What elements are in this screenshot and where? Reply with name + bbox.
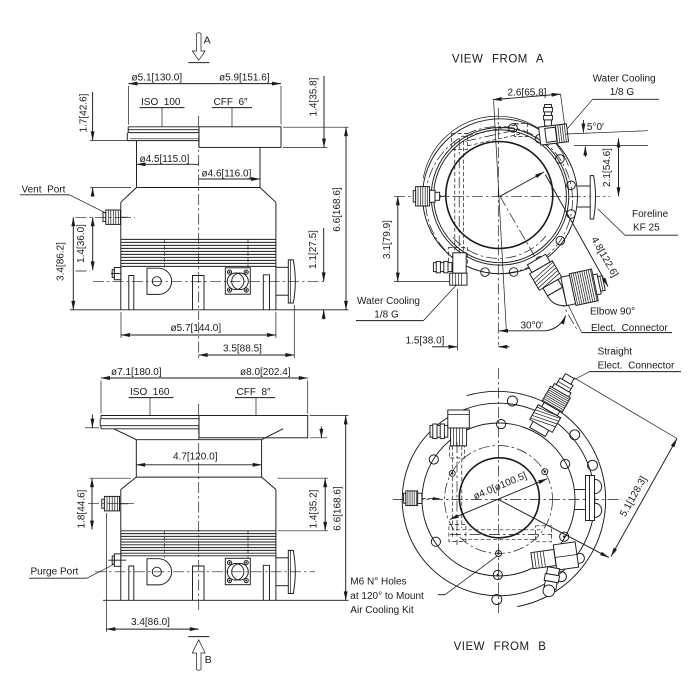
- svg-text:Vent Port: Vent Port: [22, 185, 66, 196]
- svg-text:3.4[86.2]: 3.4[86.2]: [56, 242, 67, 281]
- svg-text:2.1[54.6]: 2.1[54.6]: [602, 148, 613, 187]
- svg-text:1/8 G: 1/8 G: [374, 310, 399, 321]
- svg-text:ø5.9[151.6]: ø5.9[151.6]: [219, 73, 270, 84]
- svg-text:5°0′: 5°0′: [587, 122, 604, 133]
- svg-text:1.4[36.0]: 1.4[36.0]: [76, 224, 87, 263]
- svg-text:3.1[79.9]: 3.1[79.9]: [382, 220, 393, 259]
- svg-text:B: B: [205, 654, 212, 666]
- svg-text:Air Cooling Kit: Air Cooling Kit: [350, 605, 414, 616]
- svg-text:1/8 G: 1/8 G: [610, 87, 635, 98]
- svg-text:3.5[88.5]: 3.5[88.5]: [223, 344, 262, 355]
- svg-text:ISO 160: ISO 160: [130, 387, 170, 398]
- svg-text:ø4.5[115.0]: ø4.5[115.0]: [140, 154, 190, 165]
- svg-text:1.5[38.0]: 1.5[38.0]: [406, 336, 445, 347]
- svg-text:3.4[86.0]: 3.4[86.0]: [131, 617, 170, 628]
- svg-text:Water Cooling: Water Cooling: [357, 296, 420, 307]
- svg-text:Straight: Straight: [598, 347, 633, 358]
- svg-text:M6 N° Holes: M6 N° Holes: [350, 577, 406, 588]
- svg-text:6.6[168.6]: 6.6[168.6]: [332, 187, 343, 232]
- svg-text:VIEW FROM A: VIEW FROM A: [452, 54, 544, 66]
- svg-text:ø7.1[180.0]: ø7.1[180.0]: [111, 367, 162, 378]
- svg-text:Elbow 90°: Elbow 90°: [590, 307, 635, 318]
- svg-text:at 120° to Mount: at 120° to Mount: [350, 591, 424, 602]
- svg-text:Elect. Connector: Elect. Connector: [598, 361, 675, 372]
- svg-text:ø5.1[130.0]: ø5.1[130.0]: [132, 73, 183, 84]
- svg-text:CFF 6″: CFF 6″: [214, 97, 249, 108]
- svg-text:1.7[42.6]: 1.7[42.6]: [79, 93, 90, 132]
- svg-text:ø4.6[116.0]: ø4.6[116.0]: [202, 169, 252, 180]
- svg-text:A: A: [204, 35, 211, 47]
- svg-text:1.8[44.6]: 1.8[44.6]: [77, 489, 88, 528]
- svg-text:Purge Port: Purge Port: [31, 567, 79, 578]
- svg-text:6.6[168.6]: 6.6[168.6]: [333, 486, 344, 531]
- svg-text:ø8.0[202.4]: ø8.0[202.4]: [240, 367, 291, 378]
- svg-text:VIEW FROM B: VIEW FROM B: [454, 641, 547, 653]
- svg-text:Water Cooling: Water Cooling: [593, 74, 656, 85]
- svg-text:1.4[35.2]: 1.4[35.2]: [309, 489, 320, 528]
- svg-text:4.7[120.0]: 4.7[120.0]: [173, 452, 218, 463]
- svg-text:ø5.7[144.0]: ø5.7[144.0]: [171, 323, 222, 334]
- svg-text:Elect. Connector: Elect. Connector: [591, 323, 668, 334]
- svg-text:1.1[27.5]: 1.1[27.5]: [308, 230, 319, 269]
- svg-text:1.4[35.8]: 1.4[35.8]: [309, 77, 320, 116]
- svg-text:ISO 100: ISO 100: [141, 97, 181, 108]
- svg-text:30°0′: 30°0′: [521, 320, 544, 331]
- svg-text:CFF 8″: CFF 8″: [237, 387, 272, 398]
- svg-text:Foreline: Foreline: [632, 209, 669, 220]
- svg-text:KF 25: KF 25: [633, 223, 660, 234]
